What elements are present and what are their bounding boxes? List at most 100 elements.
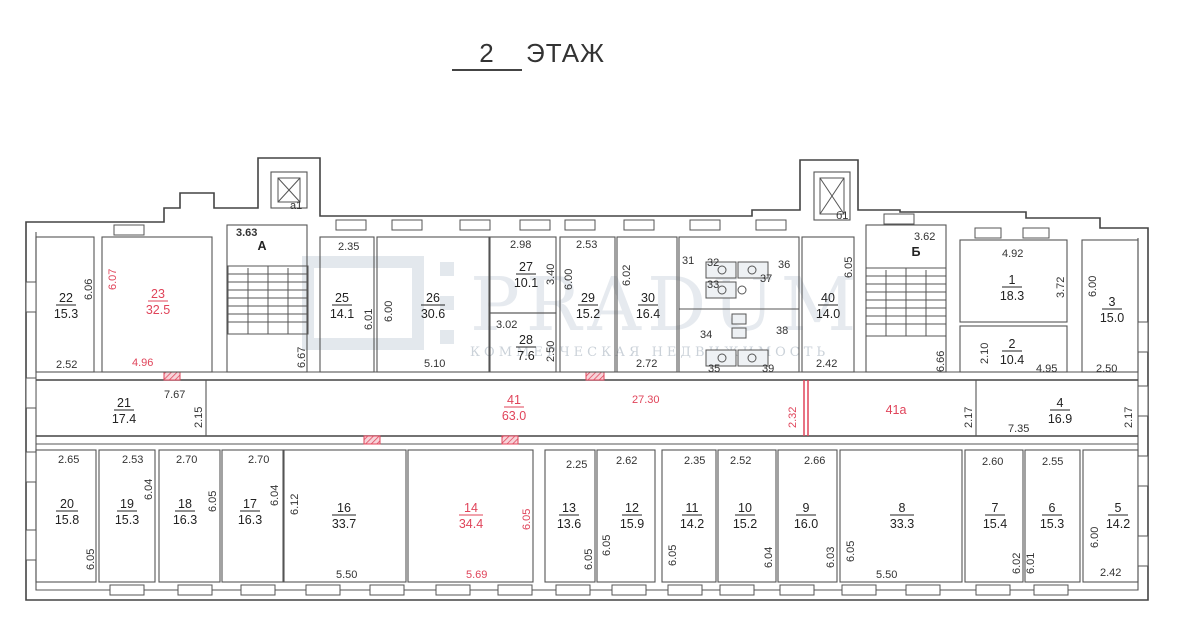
room-28[interactable]: 28 7.6 3.02 2.50	[496, 319, 557, 363]
corridor-walls	[36, 371, 1138, 445]
stair-b-label: Б	[912, 245, 921, 259]
room-27[interactable]: 27 10.1 2.98 3.40	[510, 239, 557, 290]
room-dim: 7.67	[164, 389, 185, 401]
room-area: 33.3	[890, 517, 914, 531]
room-dim: 3.40	[545, 264, 557, 285]
room-17[interactable]: 17 16.3 2.70 6.04	[238, 454, 281, 527]
room-dim: 2.65	[58, 454, 79, 466]
room-dim: 7.35	[1008, 423, 1029, 435]
room-area: 14.2	[1106, 517, 1130, 531]
room-number: 19	[120, 497, 134, 511]
room-area: 30.6	[421, 307, 445, 321]
room-area: 15.3	[54, 307, 78, 321]
stairwell-b: 3.62 Б 6.66	[865, 231, 947, 372]
windows-top	[113, 213, 1050, 239]
room-dim: 2.62	[616, 455, 637, 467]
stair-a-height: 6.67	[296, 347, 308, 368]
room-number: 8	[899, 501, 906, 515]
room-number: 27	[519, 260, 533, 274]
room-number: 13	[562, 501, 576, 515]
room-dim: 6.06	[83, 279, 95, 300]
room-dim: 2.53	[122, 454, 143, 466]
toilet-labels: 31 32 33 34 35 36 37 38 39	[682, 255, 790, 375]
room-area: 10.1	[514, 276, 538, 290]
room-area: 7.6	[517, 349, 534, 363]
stairwell-a: 3.63 А 6.67	[227, 227, 309, 368]
room-14[interactable]: 14 34.4 6.05 5.69	[459, 501, 533, 581]
room-number: 11	[686, 501, 699, 515]
room-1[interactable]: 1 18.3 4.92 3.72	[1000, 248, 1067, 303]
room-23[interactable]: 23 32.5 6.07 4.96	[107, 269, 170, 369]
room-dim: 6.12	[289, 494, 301, 515]
room-19[interactable]: 19 15.3 2.53 6.04	[115, 454, 155, 527]
floor-number: 2	[452, 39, 522, 71]
room-dim: 5.69	[466, 569, 487, 581]
room-21[interactable]: 21 17.4 7.67 2.15	[112, 389, 205, 428]
watermark-brand: PRADUM	[470, 262, 862, 348]
room-number: 18	[178, 497, 192, 511]
room-dim: 2.60	[982, 456, 1003, 468]
room-dim: 5.50	[336, 569, 357, 581]
room-20[interactable]: 20 15.8 2.65 6.05	[55, 454, 97, 570]
room-40[interactable]: 40 14.0 6.05 2.42	[816, 257, 855, 370]
room-2[interactable]: 2 10.4 2.10 4.95	[979, 337, 1057, 375]
room-dim: 2.35	[338, 241, 359, 253]
room-dim: 6.00	[383, 301, 395, 322]
room-26[interactable]: 26 30.6 6.00 5.10	[383, 291, 445, 370]
room-5[interactable]: 5 14.2 6.00 2.42	[1089, 501, 1130, 579]
room-22[interactable]: 22 15.3 6.06 2.52	[54, 279, 95, 371]
room-dim: 6.05	[207, 491, 219, 512]
room-dim: 2.10	[979, 343, 991, 364]
room-dim: 6.04	[143, 479, 155, 500]
room-number: 20	[60, 497, 74, 511]
room-12[interactable]: 12 15.9 2.62 6.05	[601, 455, 644, 556]
room-7[interactable]: 7 15.4 2.60 6.02	[982, 456, 1023, 574]
room-number: 1	[1009, 273, 1016, 287]
room-9[interactable]: 9 16.0 2.66 6.03	[794, 455, 837, 568]
room-29[interactable]: 29 15.2 2.53 6.00	[563, 239, 600, 321]
room-13[interactable]: 13 13.6 2.25 6.05	[557, 459, 595, 570]
room-number: 9	[803, 501, 810, 515]
room-area: 33.7	[332, 517, 356, 531]
room-dim: 6.01	[363, 309, 375, 330]
room-dim: 4.95	[1036, 363, 1057, 375]
room-6[interactable]: 6 15.3 2.55 6.01	[1025, 456, 1064, 574]
room-dim: 2.32	[787, 407, 799, 428]
room-30[interactable]: 30 16.4 6.02 2.72	[621, 265, 660, 370]
room-dim: 2.70	[176, 454, 197, 466]
room-16[interactable]: 16 33.7 6.12 5.50	[289, 494, 357, 581]
room-25[interactable]: 25 14.1 2.35 6.01	[330, 241, 375, 330]
room-4[interactable]: 4 16.9 7.35 2.17	[1008, 396, 1135, 435]
room-18[interactable]: 18 16.3 2.70 6.05	[173, 454, 219, 527]
room-dim: 2.72	[636, 358, 657, 370]
room-10[interactable]: 10 15.2 2.52 6.04	[730, 455, 775, 568]
room-dim: 6.00	[1089, 527, 1101, 548]
room-area: 14.2	[680, 517, 704, 531]
room-number: 3	[1109, 295, 1116, 309]
elevator-label: а1	[290, 200, 302, 212]
room-number: 30	[641, 291, 655, 305]
room-number: 40	[821, 291, 835, 305]
room-dim: 2.42	[816, 358, 837, 370]
room-dim: 5.50	[876, 569, 897, 581]
room-area: 18.3	[1000, 289, 1024, 303]
corridor-41[interactable]: 41 63.0 27.30 2.32	[502, 393, 799, 428]
toilet-fixtures	[705, 261, 769, 367]
room-area: 15.9	[620, 517, 644, 531]
room-area: 16.9	[1048, 412, 1072, 426]
room-area: 15.2	[576, 307, 600, 321]
corridor-41a[interactable]: 41а 2.17	[886, 403, 975, 428]
room-area: 15.3	[1040, 517, 1064, 531]
room-dim: 6.02	[1011, 553, 1023, 574]
room-area: 16.0	[794, 517, 818, 531]
room-area: 16.4	[636, 307, 660, 321]
room-number: 29	[581, 291, 595, 305]
room-dim: 2.98	[510, 239, 531, 251]
room-8[interactable]: 8 33.3 6.05 5.50	[845, 501, 914, 581]
room-dim: 2.55	[1042, 456, 1063, 468]
room-11[interactable]: 11 14.2 2.35 6.05	[667, 455, 705, 566]
room-dim: 4.92	[1002, 248, 1023, 260]
room-dim: 6.05	[601, 535, 613, 556]
room-3[interactable]: 3 15.0 6.00 2.50	[1087, 276, 1124, 375]
